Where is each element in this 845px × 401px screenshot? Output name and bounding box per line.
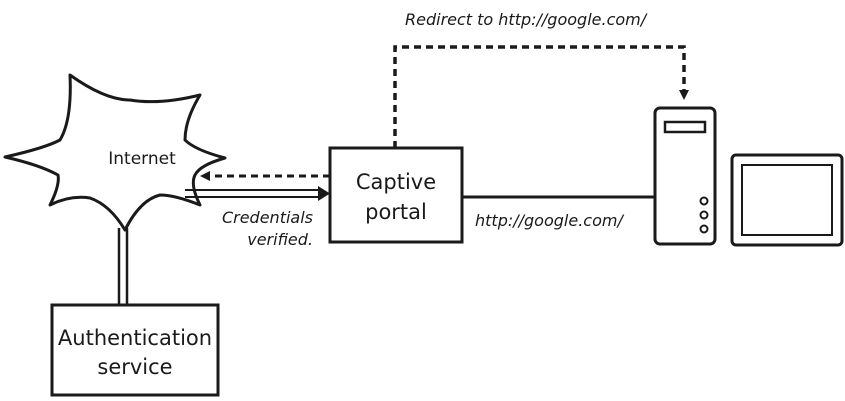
drive-bay: [663, 120, 707, 134]
monitor-screen: [741, 164, 833, 236]
auth-label-line-1: Authentication: [58, 326, 212, 350]
internet-label: Internet: [108, 149, 176, 169]
svg-text:Authentication: Authentication: [58, 326, 212, 350]
authentication-service-box: Authentication service: [50, 303, 220, 397]
computer-monitor: [730, 153, 844, 247]
computer-tower: [653, 106, 717, 246]
svg-text:Captive: Captive: [356, 170, 436, 194]
svg-text:service: service: [97, 355, 172, 379]
portal-label-line-2: portal: [365, 200, 427, 224]
redirect-dashed-arrow: [393, 45, 689, 148]
auth-label-line-2: service: [97, 355, 172, 379]
svg-text:portal: portal: [365, 200, 427, 224]
portal-label-line-1: Captive: [356, 170, 436, 194]
credentials-label-line-2: verified.: [247, 230, 313, 249]
internet-cloud-shape: [3, 73, 227, 232]
captive-portal-box: Captive portal: [328, 146, 464, 244]
credentials-label-line-1: Credentials: [222, 208, 313, 227]
credentials-verified-arrow: [185, 186, 330, 201]
tower-button-1: [699, 196, 709, 206]
internet-cloud: Internet: [3, 73, 227, 232]
tower-button-2: [699, 210, 709, 220]
request-url-label: http://google.com/: [475, 211, 624, 230]
redirect-label: Redirect to http://google.com/: [405, 10, 648, 29]
internet-to-auth-link: [117, 228, 129, 305]
tower-button-3: [699, 224, 709, 234]
